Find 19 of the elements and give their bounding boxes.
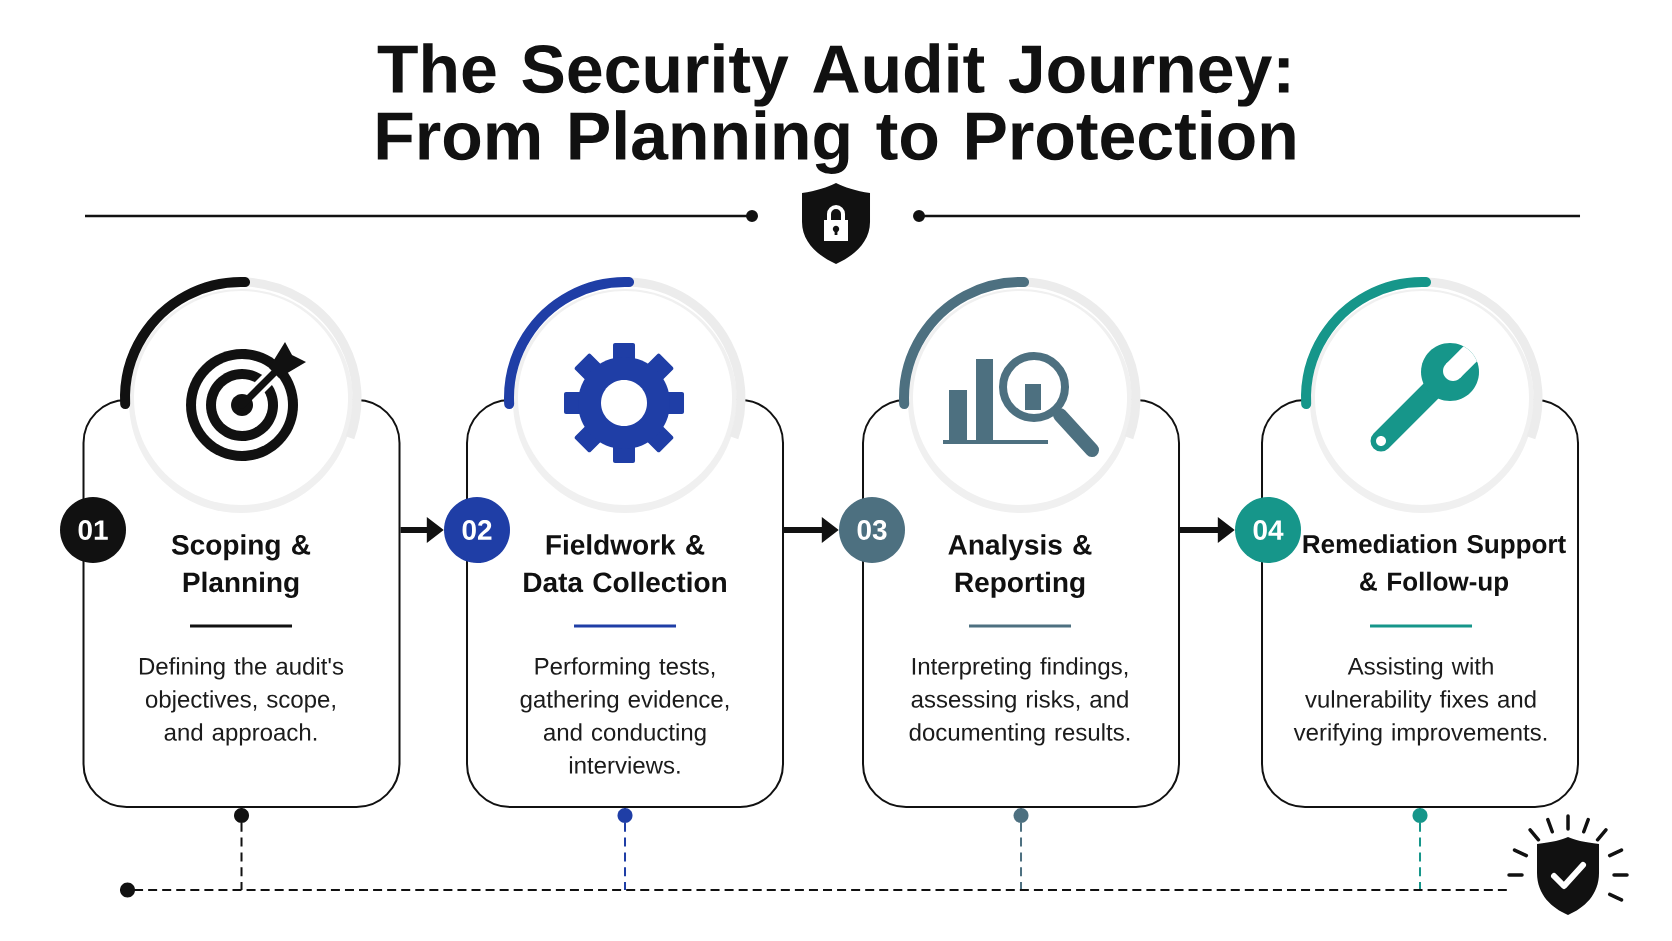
step-description: Interpreting findings, assessing risks, and documenting results. [909,657,1130,746]
number-badge: 03 [839,497,905,563]
step-description: Assisting with vulnerability fixes and verifying improvements. [1293,657,1547,746]
step-heading: Scoping & Planning [171,534,311,598]
title: The Security Audit Journey: From Planning to Protection [377,43,1295,174]
number-badge: 04 [1235,497,1301,563]
dashed-line [617,807,633,891]
dashed-line [234,807,249,891]
step-heading: Remediation Support & Follow-up [1303,534,1566,596]
number-badge: 02 [444,497,510,563]
step-description: Defining the audit's objectives, scope, and approach. [139,657,344,746]
number-badge: 01 [60,497,126,563]
shield-check-icon [1507,814,1629,915]
dashed-line [119,882,1508,898]
dashed-line [1412,807,1428,891]
step-heading: Analysis & Reporting [948,534,1092,598]
dashed-line [1013,807,1029,891]
step-description: Performing tests, gathering evidence, and conducting interviews. [520,657,729,774]
step-heading: Fieldwork & Data Collection [524,534,726,593]
